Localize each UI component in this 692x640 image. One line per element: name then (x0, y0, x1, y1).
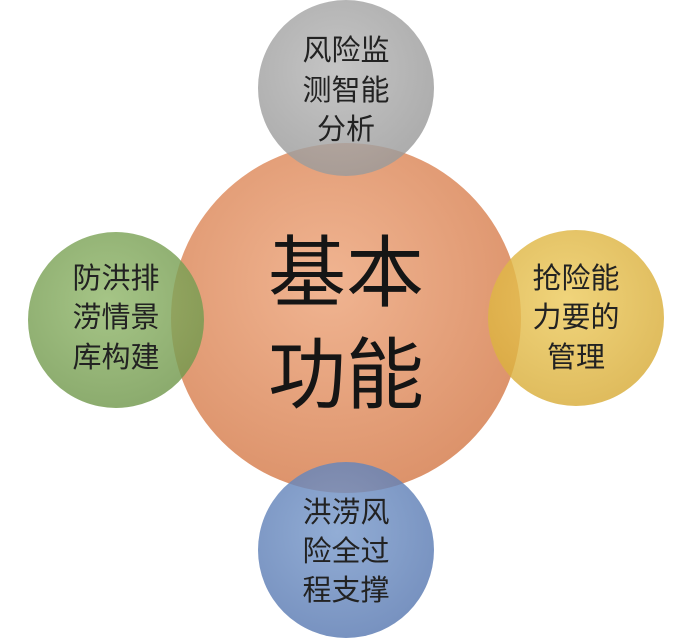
node-whole-process-support: 洪涝风 险全过 程支撑 (258, 462, 434, 638)
node-whole-process-support-line-1: 洪涝风 (302, 495, 389, 529)
node-risk-monitoring-line-3: 分析 (317, 112, 375, 146)
center-circle (171, 143, 521, 493)
node-flood-scenario-circle (28, 232, 204, 408)
node-whole-process-support-line-2: 险全过 (302, 534, 389, 568)
node-rescue-management-line-3: 管理 (547, 340, 605, 374)
node-rescue-management: 抢险能 力要的 管理 (488, 230, 664, 406)
node-rescue-management-line-1: 抢险能 (532, 261, 619, 295)
node-flood-scenario-line-3: 库构建 (72, 340, 159, 374)
node-rescue-management-circle (488, 230, 664, 406)
center-node: 基本 功能 (171, 143, 521, 493)
node-risk-monitoring-line-1: 风险监 (302, 33, 389, 67)
node-flood-scenario: 防洪排 涝情景 库构建 (28, 232, 204, 408)
node-rescue-management-line-2: 力要的 (532, 300, 619, 334)
node-flood-scenario-line-1: 防洪排 (72, 261, 159, 295)
node-whole-process-support-circle (258, 462, 434, 638)
node-flood-scenario-line-2: 涝情景 (72, 300, 159, 334)
center-label-line-1: 基本 (268, 229, 424, 319)
node-risk-monitoring: 风险监 测智能 分析 (258, 0, 434, 176)
node-whole-process-support-line-3: 程支撑 (302, 573, 389, 607)
center-label-line-2: 功能 (268, 331, 424, 421)
node-risk-monitoring-circle (258, 0, 434, 176)
node-risk-monitoring-line-2: 测智能 (302, 73, 389, 107)
